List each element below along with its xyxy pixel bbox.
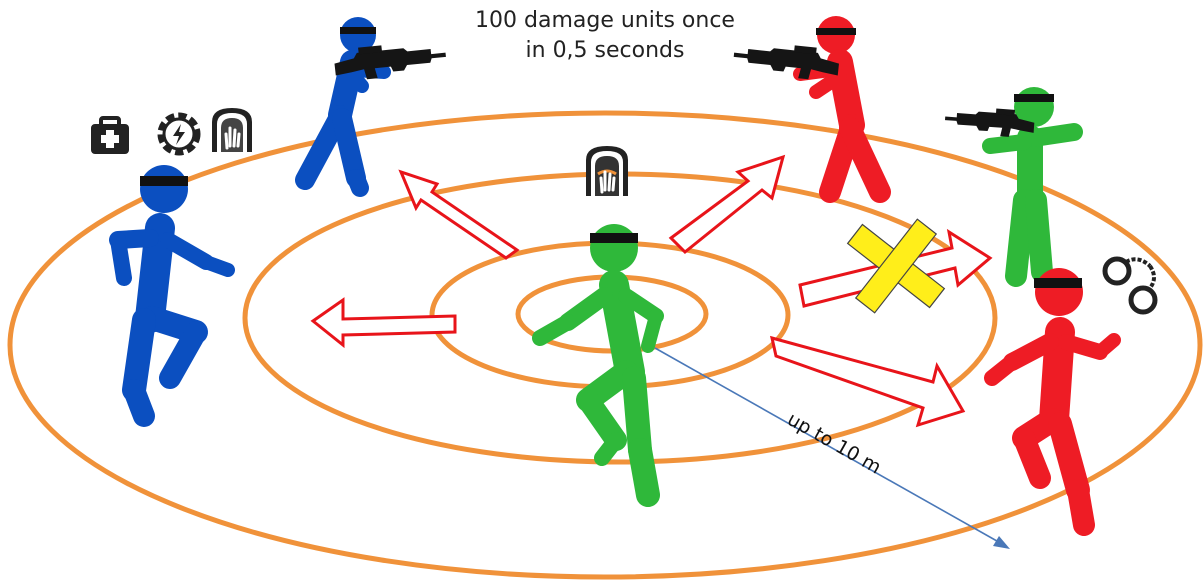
red-runner-head bbox=[1035, 268, 1083, 316]
arrow-up-right bbox=[671, 157, 783, 252]
green-center-player bbox=[540, 224, 656, 495]
blue-shooter-player bbox=[305, 17, 384, 188]
range-radius-indicator: up to 10 m bbox=[655, 348, 1010, 549]
power-gear-icon bbox=[161, 116, 197, 152]
red-shooter-player bbox=[800, 16, 880, 192]
handcuffs-icon bbox=[1105, 259, 1155, 312]
first-aid-kit-icon bbox=[91, 118, 129, 154]
red-runner-player bbox=[992, 268, 1114, 525]
hand-shield-active-icon bbox=[586, 146, 628, 196]
green-center-head bbox=[590, 224, 638, 272]
arrow-up-left bbox=[401, 172, 517, 258]
hand-shield-icon bbox=[212, 108, 252, 152]
blue-runner-head bbox=[140, 165, 188, 213]
